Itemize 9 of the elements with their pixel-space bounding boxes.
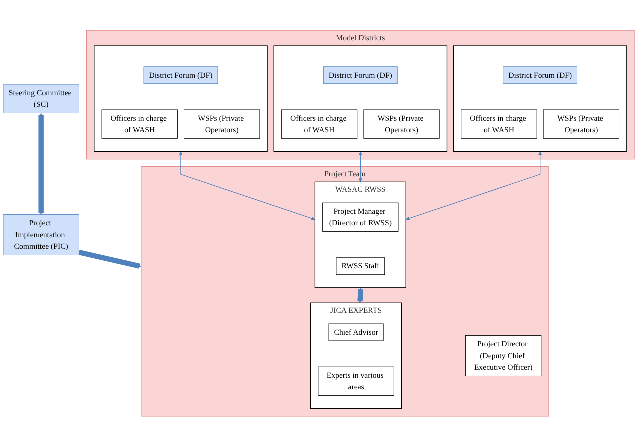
cluster — [274, 46, 448, 152]
arrow — [38, 113, 44, 215]
cluster — [94, 46, 268, 152]
cluster — [453, 46, 628, 152]
arrow — [358, 288, 364, 304]
arrow — [78, 250, 142, 269]
arrow — [406, 152, 542, 220]
arrow — [358, 152, 363, 182]
arrow — [179, 152, 316, 220]
